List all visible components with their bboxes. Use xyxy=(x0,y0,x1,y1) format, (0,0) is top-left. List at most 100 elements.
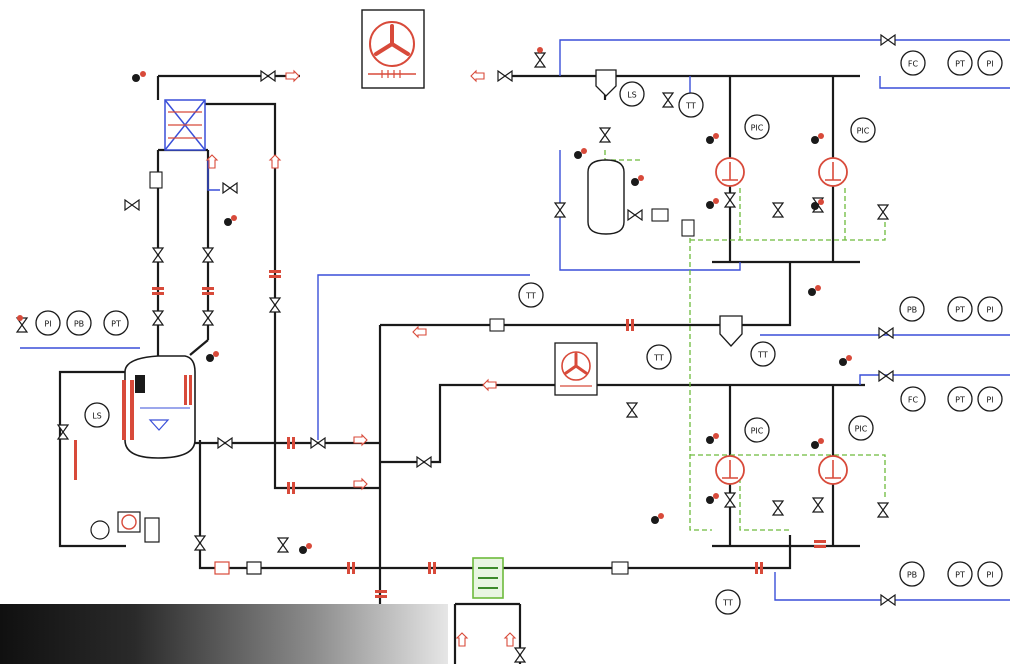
instrument-fc-18: FC xyxy=(900,386,926,412)
valve-v18 xyxy=(217,436,233,450)
actuator-18 xyxy=(537,47,543,53)
actuator-13 xyxy=(706,493,719,504)
instrument-pi-1: PI xyxy=(35,310,61,336)
air-cooler-mid xyxy=(554,342,598,396)
valve-v9 xyxy=(771,202,785,218)
pipe-upper-to-mid xyxy=(740,262,792,327)
instrument-pt-10: PT xyxy=(947,50,973,76)
valve-v13 xyxy=(151,247,165,263)
instrument-tag: TT xyxy=(653,354,664,363)
condenser-heat-exchanger xyxy=(164,99,206,151)
instrument-tag: PT xyxy=(955,396,965,405)
fitting-1 xyxy=(149,171,163,189)
instrument-tt-6: TT xyxy=(678,92,704,118)
instrument-tag: PIC xyxy=(857,127,870,136)
fitting-4 xyxy=(651,208,669,222)
instrument-tag: PT xyxy=(955,60,965,69)
instrument-tag: PB xyxy=(907,306,917,315)
instrument-tag: PIC xyxy=(751,124,764,133)
steam-lower-return xyxy=(690,454,886,500)
pump-3 xyxy=(715,455,745,485)
separator-mid xyxy=(719,315,743,347)
signal-tt-mid xyxy=(317,274,530,440)
valve-v28 xyxy=(193,535,207,551)
instrument-pb-2: PB xyxy=(66,310,92,336)
instrument-pic-21: PIC xyxy=(744,417,770,443)
instrument-tag: TT xyxy=(685,102,696,111)
instrument-pb-14: PB xyxy=(899,296,925,322)
instrument-pic-7: PIC xyxy=(744,114,770,140)
instrument-tag: TT xyxy=(525,292,536,301)
instrument-pic-8: PIC xyxy=(850,117,876,143)
signal-condenser-right xyxy=(207,160,220,191)
flow-arrow-3 xyxy=(205,154,219,169)
actuator-12 xyxy=(706,433,719,444)
heat-mark-6 xyxy=(626,319,629,331)
flow-arrow-8 xyxy=(353,477,368,491)
instrument-tt-17: TT xyxy=(646,344,672,370)
pipe-condenser-return xyxy=(205,102,380,490)
actuator-14 xyxy=(811,438,824,449)
valve-v33 xyxy=(124,198,140,212)
actuator-9 xyxy=(811,199,824,210)
heat-tracing-marks xyxy=(74,270,826,598)
flow-arrow-5 xyxy=(412,325,427,339)
actuator-6 xyxy=(706,133,719,144)
flow-arrow-1 xyxy=(285,69,300,83)
actuator-10 xyxy=(808,285,821,296)
flow-arrow-10 xyxy=(503,632,517,647)
actuator-1 xyxy=(132,71,146,82)
instrument-tag: PT xyxy=(111,320,121,329)
receiver-vessel xyxy=(587,159,625,235)
valve-v21 xyxy=(625,402,639,418)
valve-v29 xyxy=(276,537,290,553)
valve-v27 xyxy=(876,502,890,518)
valve-v23 xyxy=(878,369,894,383)
flow-arrows xyxy=(205,69,517,647)
flow-arrow-2 xyxy=(470,69,485,83)
valve-v26 xyxy=(771,500,785,516)
instrument-tag: FC xyxy=(908,396,919,405)
instrument-tag: PIC xyxy=(855,425,868,434)
reactor-vessel xyxy=(124,355,196,459)
actuator-16 xyxy=(299,543,312,554)
fitting-7 xyxy=(246,561,262,575)
bottom-heat-exchanger xyxy=(472,557,504,599)
instrument-pi-20: PI xyxy=(977,386,1003,412)
heat-mark-7 xyxy=(347,562,350,574)
actuator-4 xyxy=(574,148,587,159)
fitting-5 xyxy=(681,219,695,237)
heat-jacket-loop xyxy=(74,440,77,480)
valve-v3 xyxy=(533,52,547,68)
separator-top xyxy=(595,69,617,97)
pipe-recirc-loop xyxy=(58,370,126,548)
pump-1 xyxy=(715,157,745,187)
instrument-tt-12: TT xyxy=(518,282,544,308)
valve-v15 xyxy=(151,310,165,326)
instrument-tag: FC xyxy=(908,60,919,69)
photo-edge-gradient xyxy=(0,604,448,664)
instrument-tag: PI xyxy=(986,306,993,315)
valve-v5 xyxy=(661,92,675,108)
instrument-tag: PB xyxy=(907,571,917,580)
instrument-tag: PI xyxy=(986,571,993,580)
flow-arrow-6 xyxy=(482,378,497,392)
air-cooler-top xyxy=(361,9,425,89)
valve-v35 xyxy=(513,647,527,663)
valve-v32 xyxy=(56,424,70,440)
valve-v24 xyxy=(723,492,737,508)
pipe-lower-loop xyxy=(380,383,865,464)
valve-v8 xyxy=(627,208,643,222)
heat-mark-4 xyxy=(287,437,290,449)
instrument-pt-25: PT xyxy=(947,561,973,587)
instrument-tag: LS xyxy=(627,91,637,100)
valve-v7 xyxy=(553,202,567,218)
instrument-ls-5: LS xyxy=(619,81,645,107)
valve-v34 xyxy=(222,181,238,195)
instrument-tag: PT xyxy=(955,571,965,580)
flow-arrow-9 xyxy=(455,632,469,647)
valve-v4 xyxy=(880,33,896,47)
signal-lower-right-bus xyxy=(859,374,1010,385)
